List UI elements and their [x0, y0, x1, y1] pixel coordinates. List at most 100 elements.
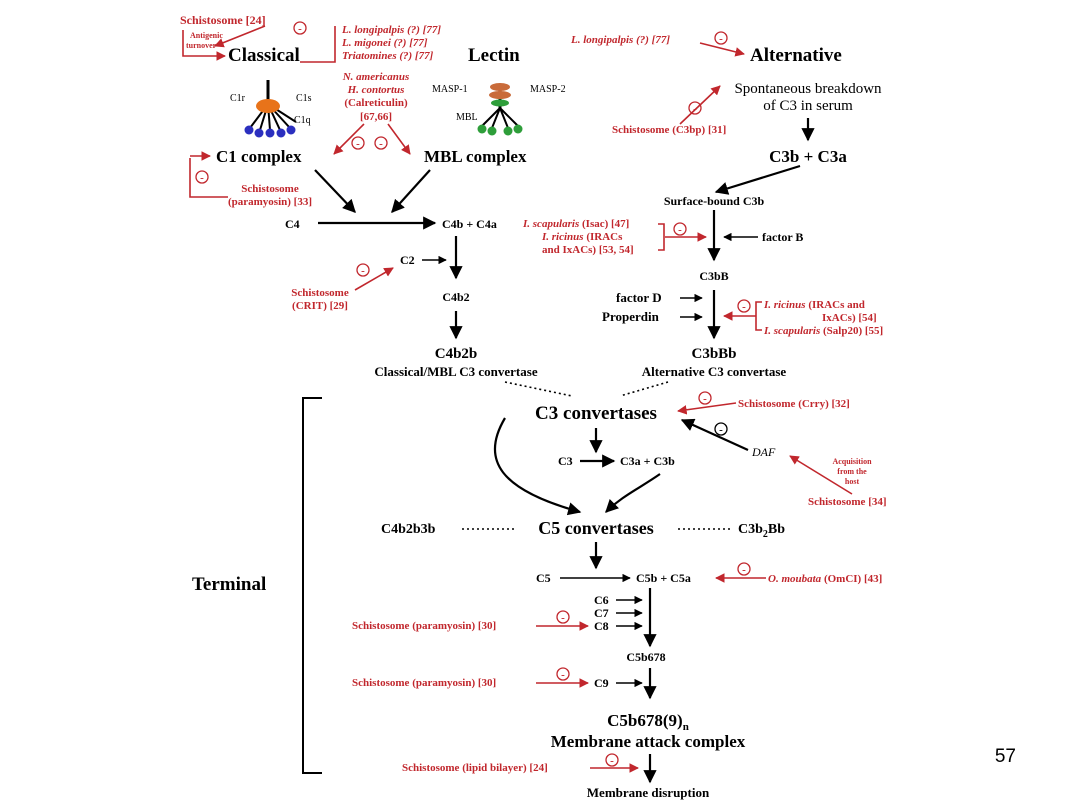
svg-text:-: - — [200, 172, 204, 184]
factor-b-label: factor B — [762, 230, 803, 244]
triatomines: Triatomines (?) [77] — [342, 50, 434, 62]
iricinus-label: I. ricinus (IRACs — [541, 231, 623, 243]
terminal-title: Terminal — [192, 574, 266, 595]
membrane-disruption: Membrane disruption — [587, 785, 710, 800]
crry-arrow — [677, 402, 737, 415]
paramyosin-33-bracket — [189, 158, 228, 198]
omci-label: O. moubata (OmCI) [43] — [768, 573, 882, 585]
svg-text:-: - — [719, 424, 723, 436]
svg-text:-: - — [742, 301, 746, 313]
crit-arrow — [354, 267, 394, 291]
curved-arrow-left — [493, 417, 582, 516]
svg-text:-: - — [379, 138, 383, 150]
inhibitor-icon: - — [698, 391, 712, 405]
lutzomyia-1: L. longipalpis (?) [77] — [341, 24, 441, 36]
c3-label: C3 — [558, 454, 573, 468]
antigenic-label-2: turnover* — [186, 41, 220, 50]
inhibitor-icon: - — [605, 753, 619, 767]
inhibitor-icon: - — [351, 136, 365, 150]
c4b2b3b-label: C4b2b3b — [381, 522, 436, 537]
h-contortus: H. contortus — [347, 84, 405, 96]
c1-molecule-icon — [244, 80, 297, 138]
classical-c3-convertase: Classical/MBL C3 convertase — [374, 364, 537, 379]
spontaneous-1: Spontaneous breakdown — [734, 81, 882, 97]
c4-label: C4 — [285, 217, 300, 231]
lutzo-alt: L. longipalpis (?) [77] — [570, 34, 670, 46]
paramyosin-30-a: Schistosome (paramyosin) [30] — [352, 620, 496, 632]
c1q-label: C1q — [294, 115, 311, 126]
inhibitor-icon: - — [737, 562, 751, 576]
svg-text:-: - — [678, 224, 682, 236]
crry-label: Schistosome (Crry) [32] — [738, 398, 850, 410]
c5-convertases: C5 convertases — [538, 518, 653, 538]
daf-arrow — [680, 418, 749, 452]
svg-text:-: - — [561, 612, 565, 624]
svg-text:-: - — [298, 23, 302, 35]
c1s-label: C1s — [296, 93, 312, 104]
c3-convertases: C3 convertases — [535, 403, 657, 424]
calreticulin: (Calreticulin) — [344, 97, 408, 109]
acquisition-arrow — [789, 455, 853, 495]
acquisition-1: Acquisition — [832, 457, 872, 466]
alternative-title: Alternative — [750, 45, 842, 66]
inhibitor-icon: - — [737, 299, 751, 313]
n-americanus: N. americanus — [342, 71, 410, 83]
antigenic-label: Antigenic — [190, 31, 223, 40]
inhibitor-icon: - — [293, 21, 307, 35]
c4b2-label: C4b2 — [442, 290, 469, 304]
inhibitor-icon: - — [356, 263, 370, 277]
c9-label: C9 — [594, 676, 609, 690]
mbl-to-c4-arrow — [391, 169, 431, 213]
calreticulin-arrow-left — [333, 123, 365, 155]
lutzomyia-2: L. migonei (?) [77] — [341, 37, 428, 49]
lutzo-alt-arrow — [699, 42, 745, 57]
svg-text:-: - — [361, 265, 365, 277]
c3b-c3a-label: C3b + C3a — [769, 147, 847, 166]
c3b2bb-label: C3b2Bb — [738, 522, 785, 540]
c3bp-label: Schistosome (C3bp) [31] — [612, 124, 726, 136]
c5-label: C5 — [536, 571, 551, 585]
schistosome-33: Schistosome — [241, 183, 299, 195]
dotted-link-left — [504, 381, 573, 397]
c3a-c3b-label: C3a + C3b — [620, 454, 675, 468]
svg-text:-: - — [719, 33, 723, 45]
mbl-molecule-icon — [477, 83, 523, 136]
svg-text:-: - — [610, 755, 614, 767]
masp1-label: MASP-1 — [432, 84, 468, 95]
tick-bracket-2 — [755, 301, 762, 331]
inhibitor-icon: - — [673, 222, 687, 236]
schistosome-24-label: Schistosome [24] — [180, 13, 266, 27]
c1-complex: C1 complex — [216, 147, 302, 166]
spontaneous-2: of C3 in serum — [763, 98, 853, 114]
c2-label: C2 — [400, 253, 415, 267]
dotted-link-right — [619, 381, 669, 397]
mac-formula: C5b678(9)n — [607, 711, 689, 733]
tick-bracket — [658, 223, 665, 251]
daf-label: DAF — [751, 445, 776, 459]
schistosome-34: Schistosome [34] — [808, 496, 887, 508]
alternative-c3-convertase: Alternative C3 convertase — [642, 364, 787, 379]
schistosome-29: Schistosome — [291, 287, 349, 299]
inhibitor-icon: - — [556, 610, 570, 624]
to-surface-arrow — [714, 164, 801, 195]
svg-text:-: - — [561, 669, 565, 681]
isac-label: I. scapularis (Isac) [47] — [522, 218, 629, 230]
crit-29: (CRIT) [29] — [292, 300, 348, 312]
c3bp-arrow — [679, 85, 721, 125]
classical-title: Classical — [228, 45, 300, 66]
c5b678-label: C5b678 — [626, 650, 665, 664]
salp20-label: I. scapularis (Salp20) [55] — [763, 325, 883, 337]
inhibitor-icon: - — [195, 170, 209, 184]
iricinus-2-label: I. ricinus (IRACs and — [763, 299, 865, 311]
lipid-bilayer-label: Schistosome (lipid bilayer) [24] — [402, 762, 548, 774]
lutzo-bracket — [300, 26, 336, 63]
mbl-label: MBL — [456, 112, 478, 123]
svg-text:-: - — [742, 564, 746, 576]
c3bb-label: C3bB — [699, 269, 728, 283]
refs-67-66: [67,66] — [360, 111, 392, 123]
paramyosin-30-b: Schistosome (paramyosin) [30] — [352, 677, 496, 689]
c6-label: C6 — [594, 593, 609, 607]
properdin-label: Properdin — [602, 309, 660, 324]
antigenic-bracket — [182, 30, 226, 61]
